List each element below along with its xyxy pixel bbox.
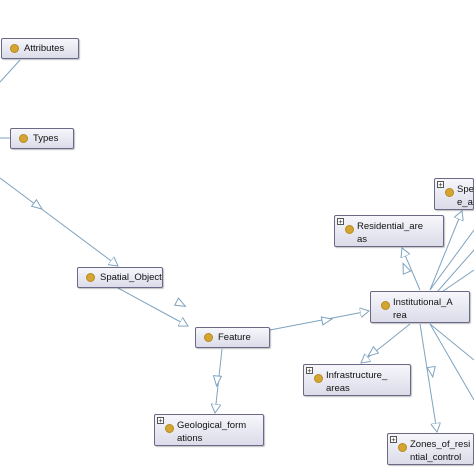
class-node-label: Institutional_A rea xyxy=(393,297,453,321)
edge-attributes-to-offscreen_left xyxy=(0,59,21,83)
class-node-types[interactable]: Types xyxy=(10,128,74,149)
edge-arrowhead-icon xyxy=(366,345,380,357)
class-node-label: Spe e_a xyxy=(457,184,474,208)
edge-types-to-spatial_object xyxy=(0,177,118,266)
edge-arrowhead-icon xyxy=(173,297,187,307)
class-node-infrastructure-areas[interactable]: + Infrastructure_ areas xyxy=(303,364,411,396)
class-dot-icon xyxy=(10,44,19,53)
edge-feature-to-institutional_area xyxy=(269,311,369,331)
edge-institutional_area-to-infrastructure_areas xyxy=(361,323,411,363)
class-node-institutional-area[interactable]: Institutional_A rea xyxy=(370,291,470,323)
class-node-label: Feature xyxy=(218,331,251,343)
expand-plus-icon[interactable]: + xyxy=(390,436,397,444)
edge-arrowhead-icon xyxy=(426,365,436,379)
class-node-label: Attributes xyxy=(24,42,65,54)
class-node-label: Geological_form ations xyxy=(177,420,247,444)
class-dot-icon xyxy=(398,443,407,452)
class-node-residential-areas[interactable]: + Residential_are as xyxy=(334,215,444,247)
class-dot-icon xyxy=(381,301,390,310)
class-dot-icon xyxy=(445,188,454,197)
class-node-spatial-object[interactable]: Spatial_Object xyxy=(77,267,163,288)
expand-plus-icon[interactable]: + xyxy=(437,181,444,189)
class-node-label: Spatial_Object xyxy=(100,271,162,283)
class-node-label: Types xyxy=(33,132,59,144)
class-dot-icon xyxy=(165,424,174,433)
expand-plus-icon[interactable]: + xyxy=(306,367,313,375)
edge-institutional_area-to-special_area xyxy=(429,211,462,291)
edge-institutional-area-offscreen-0 xyxy=(429,229,474,291)
class-node-label: Residential_are as xyxy=(357,221,424,245)
class-node-label: Zones_of_resi ntial_control xyxy=(410,439,471,463)
edge-arrowhead-icon xyxy=(212,375,223,388)
class-dot-icon xyxy=(345,225,354,234)
edge-institutional-area-offscreen-2 xyxy=(429,323,474,361)
edge-institutional-area-offscreen-3 xyxy=(429,323,474,401)
class-node-attributes[interactable]: Attributes xyxy=(1,38,79,59)
class-node-special-area[interactable]: + Spe e_a xyxy=(434,178,474,210)
edge-arrowhead-icon xyxy=(402,262,412,275)
expand-plus-icon[interactable]: + xyxy=(337,218,344,226)
class-dot-icon xyxy=(86,273,95,282)
class-node-feature[interactable]: Feature xyxy=(195,327,270,348)
class-node-label: Infrastructure_ areas xyxy=(326,370,388,394)
class-dot-icon xyxy=(204,333,213,342)
expand-plus-icon[interactable]: + xyxy=(157,417,164,425)
edge-arrowhead-icon xyxy=(320,316,334,326)
edge-arrowhead-icon xyxy=(30,198,44,210)
edge-institutional_area-to-zones_residential_control xyxy=(419,323,437,432)
class-node-zones-residential-control[interactable]: + Zones_of_resi ntial_control xyxy=(387,433,474,465)
class-dot-icon xyxy=(314,374,323,383)
edge-institutional_area-to-residential_areas xyxy=(402,248,421,291)
class-node-geological-formations[interactable]: + Geological_form ations xyxy=(154,414,264,446)
edge-spatial_object-to-feature xyxy=(117,287,188,326)
class-dot-icon xyxy=(19,134,28,143)
